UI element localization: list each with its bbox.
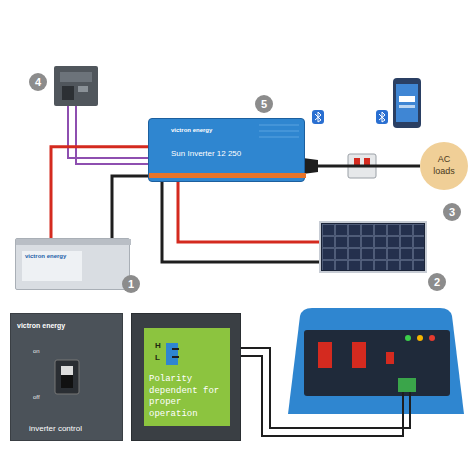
load-label: AC loads: [426, 154, 462, 177]
bluetooth-icon: [312, 110, 324, 124]
switch-label: on: [33, 348, 40, 355]
remote-wires: [68, 106, 150, 164]
callout-number: 3: [443, 203, 461, 221]
pin-label: H: [155, 341, 161, 350]
callout-number: 5: [255, 95, 273, 113]
solar-positive-wire: [178, 182, 322, 242]
battery: victron energy: [15, 238, 130, 290]
battery-negative-wire: [112, 176, 150, 240]
phone: [393, 78, 421, 128]
inverter-control-panel: victron energy on off inverter control: [10, 313, 123, 441]
switch-label: off: [33, 394, 40, 401]
callout-number: 1: [122, 275, 140, 293]
callout-number: 4: [29, 73, 47, 91]
inverter-box: victron energySun Inverter 12 250: [148, 118, 305, 182]
panel-detail: [11, 314, 124, 442]
wire-connector: [305, 166, 420, 167]
remote-switch: [54, 66, 98, 106]
brand-logo: victron energy: [171, 127, 212, 134]
callout-number: 2: [428, 273, 446, 291]
bluetooth-icon: [376, 110, 388, 124]
remote-terminal-panel: HL Polarity dependent for proper operatio…: [131, 313, 241, 441]
brand-logo: victron energy: [17, 322, 65, 330]
polarity-note: Polarity dependent for proper operation: [149, 374, 227, 421]
model-name: Sun Inverter 12 250: [171, 149, 241, 158]
wire-connector: [51, 147, 148, 238]
ac-loads-circle: AC loads: [420, 142, 468, 190]
panel-title: inverter control: [29, 424, 82, 433]
panel-detail: [16, 239, 131, 291]
brand-logo: victron energy: [25, 253, 66, 260]
solar-negative-wire: [162, 182, 322, 262]
solar-panel: [320, 222, 426, 272]
pin-label: L: [155, 353, 160, 362]
phoenix-inverter: [288, 308, 464, 414]
